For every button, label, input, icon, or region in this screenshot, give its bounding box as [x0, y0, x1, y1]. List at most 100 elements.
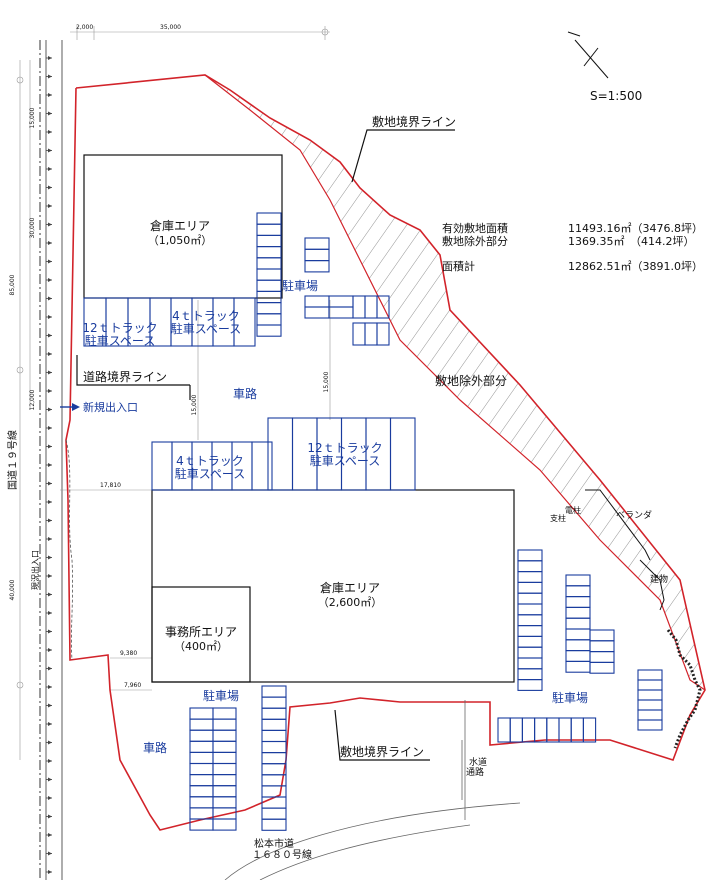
parking-label-1: 駐車場 [282, 278, 318, 293]
site-boundary-label-bottom: 敷地境界ライン [340, 744, 424, 759]
site-boundary-label-top: 敷地境界ライン [372, 114, 456, 129]
dim-left-4: 12,000 [29, 389, 36, 410]
truck4-zone-a-line1: 4ｔトラック [172, 309, 240, 323]
parking-stall [189, 818, 214, 831]
road-tick-arrow [48, 426, 52, 430]
city-road-label-2: １６８０号線 [252, 848, 312, 861]
entrance-arrow-icon [72, 403, 80, 411]
parking-stall [256, 268, 282, 281]
dim-mid-1: 15,000 [191, 394, 198, 415]
parking-stall [565, 650, 591, 662]
road-tick-arrow [48, 74, 52, 79]
retaining-wall [666, 629, 702, 749]
dim-mid-3: 17,810 [100, 482, 121, 489]
parking-stall [304, 248, 330, 262]
parking-stall [582, 717, 597, 743]
road-tick-arrow [48, 611, 52, 615]
parking-stall [189, 796, 214, 809]
parking-stall [517, 657, 543, 670]
parking-stall [352, 322, 366, 346]
area-label-2: 敷地除外部分 [442, 234, 508, 248]
dim-left-2: 30,000 [29, 217, 36, 238]
parking-stall [589, 640, 615, 653]
parking-stall [212, 729, 237, 742]
parking-label-2: 駐車場 [203, 688, 239, 703]
road-tick-arrow [48, 463, 52, 467]
road-tick-arrow [48, 722, 52, 726]
existing-entrance-label: 現況出入口 [30, 550, 40, 590]
parking-stall [212, 740, 237, 753]
road-tick-arrow [48, 851, 52, 856]
neighbor-building [585, 489, 665, 611]
road-tick-arrow [48, 259, 52, 264]
north-arrow-icon [567, 31, 609, 79]
parking-stall [589, 629, 615, 642]
parking-stall [565, 574, 591, 587]
parking-stall [261, 718, 287, 731]
road-tick-arrow [48, 703, 52, 708]
parking-stall [517, 668, 543, 681]
warehouse-a-area: （1,050㎡） [148, 234, 213, 247]
pole-label-2: 支柱 [550, 513, 566, 523]
warehouse-b-title: 倉庫エリア [320, 580, 380, 595]
parking-stall [261, 785, 287, 798]
parking-stall [364, 295, 378, 319]
parking-stall [256, 302, 282, 315]
parking-stall [261, 729, 287, 743]
excluded-area-hatch [205, 75, 705, 690]
parking-stall [189, 751, 214, 765]
parking-label-3: 駐車場 [552, 690, 588, 705]
city-road-label-1: 松本市道 [254, 837, 294, 850]
parking-stall [637, 669, 663, 681]
parking-stall [189, 707, 214, 720]
dimension-lines [16, 26, 331, 760]
parking-stall [261, 685, 287, 698]
road-tick-arrow [48, 518, 52, 523]
parking-stall [517, 592, 543, 605]
parking-stall [304, 260, 330, 273]
parking-stall [637, 679, 663, 691]
road-tick-arrow [48, 148, 52, 153]
road-tick-arrow [48, 333, 52, 338]
road-tick-arrow [48, 389, 52, 393]
pole-label-1: 電柱 [565, 505, 581, 515]
truck-bay [389, 417, 416, 491]
parking-stall [256, 313, 282, 326]
parking-stall [589, 661, 615, 674]
parking-stall [304, 237, 330, 250]
dim-left-1: 15,000 [29, 107, 36, 128]
parking-stall [256, 246, 282, 259]
dim-top-2: 35,000 [160, 24, 181, 31]
road-tick-arrow [48, 537, 52, 541]
parking-stall [509, 717, 523, 743]
road-tick-arrow [48, 833, 52, 837]
area-value-1: 11493.16㎡（3476.8坪） [568, 222, 703, 235]
road-tick-arrow [48, 241, 52, 245]
dim-mid-5: 7,960 [124, 682, 141, 689]
parking-stall [517, 581, 543, 594]
parking-stall [261, 696, 287, 709]
parking-stall [517, 560, 543, 573]
parking-stall [546, 717, 560, 743]
parking-stall [261, 707, 287, 720]
road-tick-arrow [48, 574, 52, 578]
truck-bay [233, 297, 256, 347]
road-tick-arrow [48, 167, 52, 171]
parking-stall [376, 295, 390, 319]
parking-stall [517, 635, 543, 648]
parking-stall [261, 818, 287, 831]
truck4-zone-a-line2: 駐車スペース [171, 321, 242, 336]
new-entrance-label: 新規出入口 [83, 400, 138, 414]
road-tick-arrow [48, 56, 52, 60]
truck12-zone-b-line1: 12ｔトラック [307, 441, 382, 455]
truck12-zone-a-line1: 12ｔトラック [82, 321, 157, 335]
truck4-zone-b-line2: 駐車スペース [175, 466, 246, 481]
parking-stall [352, 295, 366, 319]
parking-stall [565, 660, 591, 673]
existing-entrance-curb [65, 439, 73, 661]
building-label: 建物 [650, 573, 668, 585]
parking-stall [304, 306, 330, 319]
dim-top-1: 2,000 [76, 24, 93, 31]
parking-stall [534, 717, 548, 743]
leader-lines [60, 129, 455, 761]
